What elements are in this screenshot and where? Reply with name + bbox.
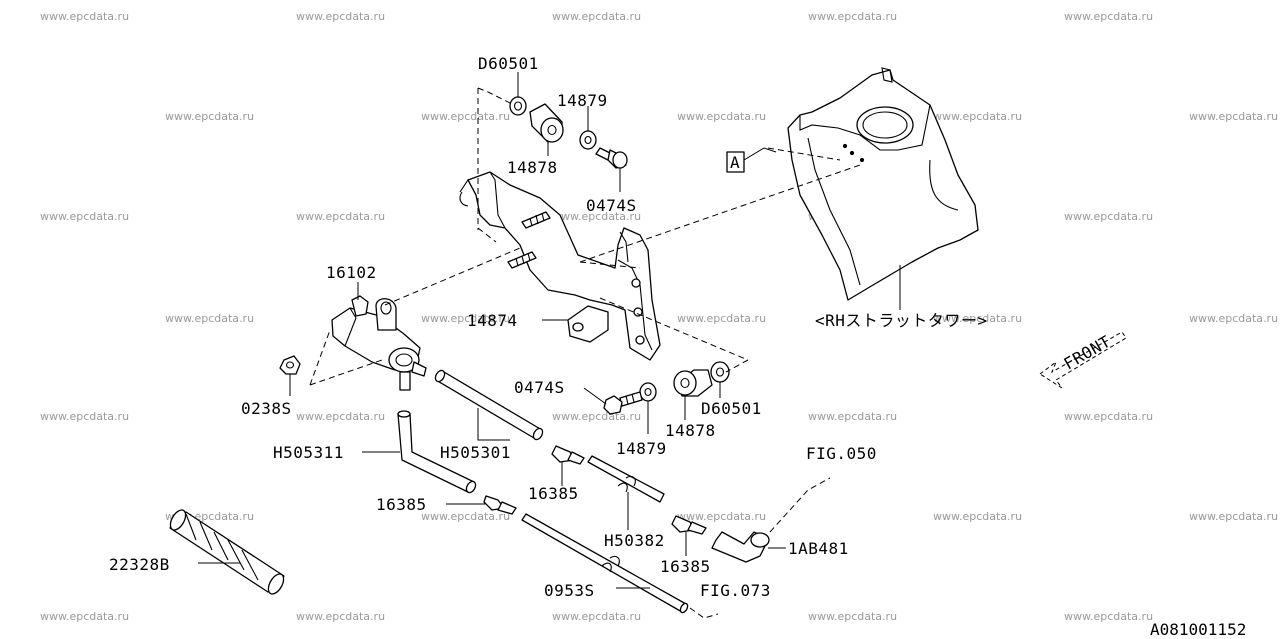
watermark-text: www.epcdata.ru [40,610,129,623]
watermark-text: www.epcdata.ru [40,410,129,423]
label-16385-b: 16385 [376,495,427,514]
watermark-text: www.epcdata.ru [808,610,897,623]
label-16385-c: 16385 [660,557,711,576]
label-16102: 16102 [326,263,377,282]
label-ref-a: A [730,153,740,172]
solenoid-valve-drawing [279,295,427,391]
label-0238s: 0238S [241,399,292,418]
watermark-text: www.epcdata.ru [296,210,385,223]
watermark-text: www.epcdata.ru [933,510,1022,523]
watermark-text: www.epcdata.ru [40,10,129,23]
diagram-id: A081001152 [1150,620,1246,639]
label-d60501-top: D60501 [478,54,539,73]
label-14878-top: 14878 [507,158,558,177]
label-h505311: H505311 [273,443,344,462]
reference-a-box [726,147,777,173]
watermark-text: www.epcdata.ru [296,10,385,23]
watermark-text: www.epcdata.ru [552,210,641,223]
watermark-text: www.epcdata.ru [296,410,385,423]
label-fig050: FIG.050 [806,444,877,463]
callouts: D60501 14879 14878 0474S A 16102 14874 <… [109,54,1246,639]
label-front: FRONT [1061,332,1114,374]
watermark-text: www.epcdata.ru [677,312,766,325]
label-0474s-bottom: 0474S [514,378,565,397]
label-fig073: FIG.073 [700,581,771,600]
label-1ab481: 1AB481 [788,539,849,558]
hoses-drawing [397,369,770,614]
label-0474s-top: 0474S [586,196,637,215]
bracket-drawing [459,171,661,361]
label-14879-bottom: 14879 [616,439,667,458]
watermark-text: www.epcdata.ru [40,210,129,223]
label-d60501-bottom: D60501 [701,399,762,418]
assembly-dashed-lines [309,87,861,619]
watermark-text: www.epcdata.ru [552,10,641,23]
watermark-text: www.epcdata.ru [808,10,897,23]
watermark-text: www.epcdata.ru [1064,410,1153,423]
watermark-text: www.epcdata.ru [165,312,254,325]
label-14874: 14874 [467,311,518,330]
label-h505301: H505301 [440,443,511,462]
watermark-text: www.epcdata.ru [165,110,254,123]
watermark-text: www.epcdata.ru [933,312,1022,325]
label-strut-tower: <RHストラットタワー> [815,311,988,330]
label-h50382: H50382 [604,531,665,550]
watermark-text: www.epcdata.ru [933,110,1022,123]
watermark-text: www.epcdata.ru [1064,210,1153,223]
label-14878-bottom: 14878 [665,421,716,440]
watermark-text: www.epcdata.ru [677,110,766,123]
strut-tower-drawing [787,67,979,301]
sleeve-drawing [169,509,285,595]
hardware-top [509,96,628,169]
label-0953s: 0953S [544,581,595,600]
label-14879-top: 14879 [557,91,608,110]
label-22328b: 22328B [109,555,170,574]
watermark-text: www.epcdata.ru [552,610,641,623]
watermark-text: www.epcdata.ru [1064,10,1153,23]
watermark-text: www.epcdata.ru [1189,110,1278,123]
watermark-text: www.epcdata.ru [808,410,897,423]
watermark-text: www.epcdata.ru [1189,510,1278,523]
watermark-text: www.epcdata.ru [1064,610,1153,623]
watermark-text: www.epcdata.ru [1189,312,1278,325]
label-16385-a: 16385 [528,484,579,503]
watermark-text: www.epcdata.ru [296,610,385,623]
watermark-text: www.epcdata.ru [677,510,766,523]
leader-lines [198,72,901,589]
watermark-text: www.epcdata.ru [421,312,510,325]
watermark-text: www.epcdata.ru [552,410,641,423]
watermark-text: www.epcdata.ru [421,110,510,123]
front-arrow [1039,331,1127,389]
watermark-text: www.epcdata.ru [421,510,510,523]
bracket-studs [507,211,551,269]
